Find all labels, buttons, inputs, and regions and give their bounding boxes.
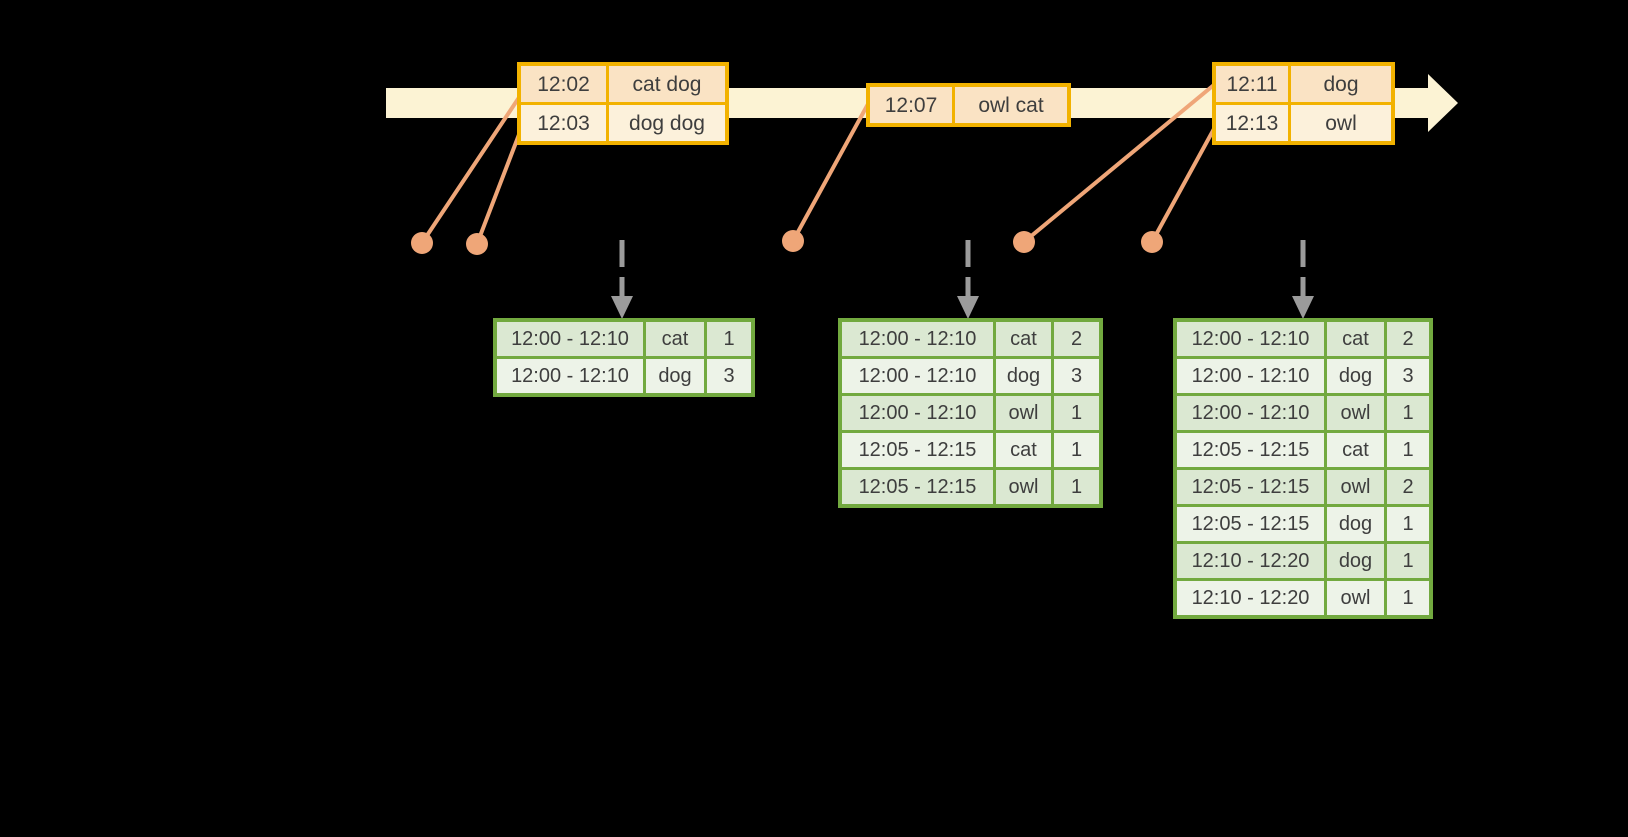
word-cell: dog — [646, 359, 704, 393]
count-cell: 2 — [1387, 470, 1429, 504]
count-cell: 1 — [1387, 581, 1429, 615]
window-range-cell: 12:00 - 12:10 — [842, 396, 993, 430]
connector-line — [1022, 82, 1217, 244]
window-range-cell: 12:00 - 12:10 — [497, 359, 643, 393]
count-cell: 1 — [1054, 470, 1099, 504]
event-time-cell: 12:11 — [1216, 66, 1288, 102]
connector-line — [475, 131, 522, 245]
event-words-cell: dog — [1291, 66, 1391, 102]
window-range-cell: 12:00 - 12:10 — [1177, 396, 1324, 430]
word-cell: cat — [1327, 433, 1384, 467]
window-range-cell: 12:00 - 12:10 — [1177, 322, 1324, 356]
event-dot — [782, 230, 804, 252]
trigger-arrowhead-icon — [1292, 296, 1314, 319]
word-cell: owl — [1327, 396, 1384, 430]
connector-line — [1150, 126, 1217, 243]
connector-line — [420, 94, 522, 245]
count-cell: 1 — [1054, 433, 1099, 467]
window-range-cell: 12:00 - 12:10 — [842, 359, 993, 393]
word-cell: owl — [1327, 581, 1384, 615]
window-range-cell: 12:10 - 12:20 — [1177, 544, 1324, 578]
event-dot — [1141, 231, 1163, 253]
count-cell: 1 — [707, 322, 751, 356]
event-dot — [411, 232, 433, 254]
event-words-cell: owl — [1291, 105, 1391, 141]
event-time-cell: 12:03 — [521, 105, 606, 141]
window-range-cell: 12:00 - 12:10 — [1177, 359, 1324, 393]
event-dot — [1013, 231, 1035, 253]
word-cell: owl — [996, 396, 1051, 430]
event-words-cell: owl cat — [955, 87, 1067, 123]
count-cell: 3 — [707, 359, 751, 393]
window-range-cell: 12:00 - 12:10 — [842, 322, 993, 356]
window-range-cell: 12:00 - 12:10 — [497, 322, 643, 356]
event-dot — [466, 233, 488, 255]
event-time-cell: 12:07 — [870, 87, 952, 123]
count-cell: 3 — [1054, 359, 1099, 393]
word-cell: cat — [996, 433, 1051, 467]
event-words-cell: cat dog — [609, 66, 725, 102]
count-cell: 1 — [1387, 396, 1429, 430]
word-cell: dog — [1327, 359, 1384, 393]
word-cell: owl — [1327, 470, 1384, 504]
word-cell: owl — [996, 470, 1051, 504]
word-cell: cat — [646, 322, 704, 356]
word-cell: dog — [1327, 544, 1384, 578]
count-cell: 1 — [1387, 433, 1429, 467]
count-cell: 2 — [1054, 322, 1099, 356]
window-range-cell: 12:05 - 12:15 — [842, 470, 993, 504]
word-cell: cat — [1327, 322, 1384, 356]
event-words-cell: dog dog — [609, 105, 725, 141]
count-cell: 1 — [1054, 396, 1099, 430]
count-cell: 1 — [1387, 507, 1429, 541]
window-range-cell: 12:10 - 12:20 — [1177, 581, 1324, 615]
word-cell: dog — [1327, 507, 1384, 541]
count-cell: 1 — [1387, 544, 1429, 578]
window-range-cell: 12:05 - 12:15 — [1177, 433, 1324, 467]
event-time-cell: 12:02 — [521, 66, 606, 102]
window-range-cell: 12:05 - 12:15 — [842, 433, 993, 467]
timeline-arrowhead-icon — [1428, 74, 1458, 132]
window-range-cell: 12:05 - 12:15 — [1177, 470, 1324, 504]
count-cell: 3 — [1387, 359, 1429, 393]
trigger-arrowhead-icon — [611, 296, 633, 319]
count-cell: 2 — [1387, 322, 1429, 356]
connector-line — [791, 103, 870, 242]
trigger-arrowhead-icon — [957, 296, 979, 319]
window-range-cell: 12:05 - 12:15 — [1177, 507, 1324, 541]
event-time-cell: 12:13 — [1216, 105, 1288, 141]
word-cell: cat — [996, 322, 1051, 356]
word-cell: dog — [996, 359, 1051, 393]
